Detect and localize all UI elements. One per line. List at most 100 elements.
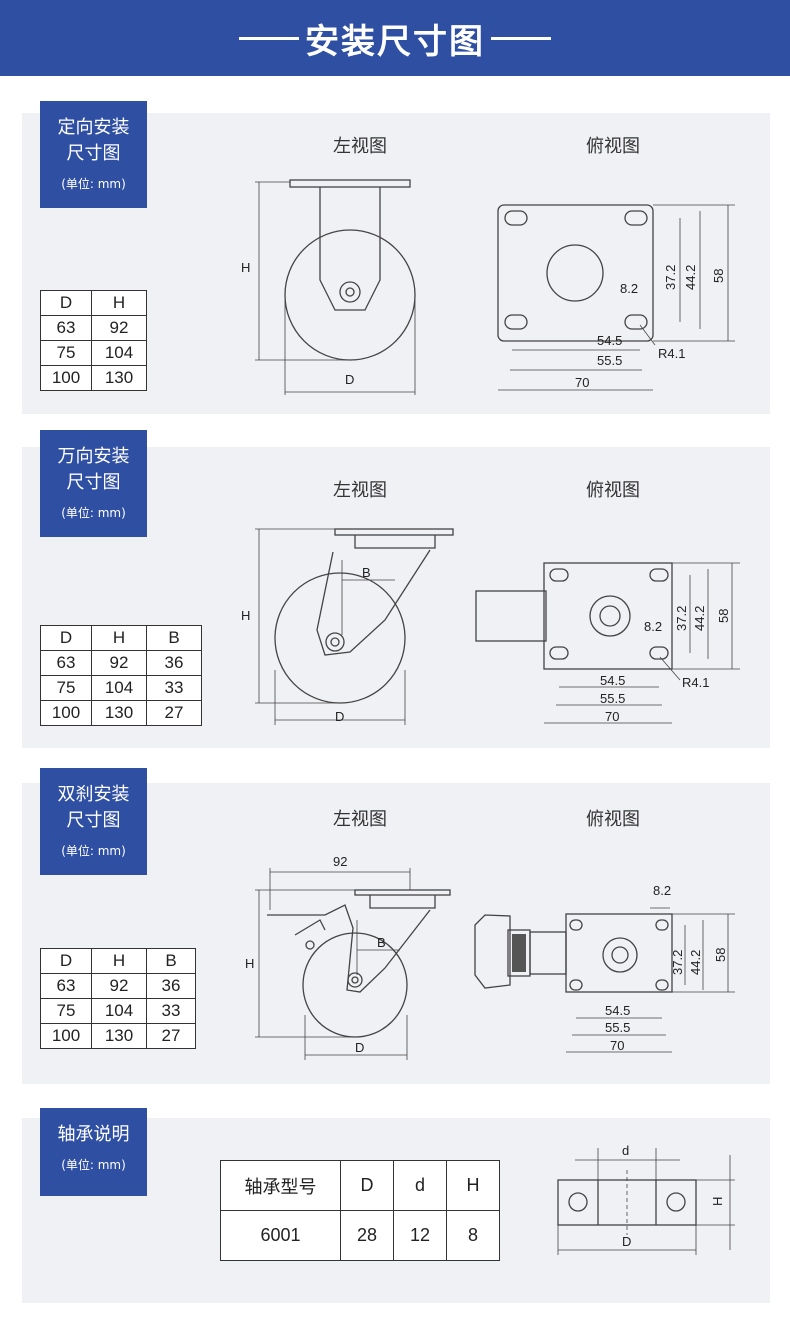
table-cell: 33: [146, 675, 202, 701]
tag-line2: 尺寸图: [66, 472, 121, 493]
table-header: 轴承型号: [220, 1160, 341, 1211]
table-row: 63 92 36: [40, 973, 196, 999]
tag-line2: 尺寸图: [66, 143, 121, 164]
dim-label-b: 55.5: [605, 1020, 630, 1035]
tag-unit: (单位: mm): [61, 1158, 126, 1172]
dim-label-w: 92: [333, 854, 347, 869]
top-view-title: 俯视图: [586, 136, 640, 157]
left-view-title: 左视图: [333, 809, 387, 830]
table-header: B: [146, 625, 202, 651]
dim-label-r: R4.1: [682, 675, 709, 690]
table-cell: 104: [91, 675, 147, 701]
section-brake-tag: 双刹安装 尺寸图 (单位: mm): [40, 768, 147, 875]
dim-label-b: 55.5: [600, 691, 625, 706]
dim-label-c: 70: [610, 1038, 624, 1053]
table-row: 6001 28 12 8: [220, 1210, 500, 1261]
dim-label-h: H: [241, 608, 250, 623]
dim-label-v1: 37.2: [674, 606, 689, 631]
swivel-caster-top-drawing: 54.5 55.5 70 8.2 R4.1 37.2 44.2 58: [475, 562, 740, 724]
table-cell: 130: [91, 1023, 147, 1049]
table-header-row: D H B: [40, 948, 196, 974]
page-header: 安装尺寸图: [0, 0, 790, 76]
table-row: 75 104 33: [40, 998, 196, 1024]
dim-label-d: D: [335, 709, 344, 724]
dim-label-d: D: [355, 1040, 364, 1055]
dim-label-h: H: [710, 1197, 725, 1206]
table-cell: 75: [40, 675, 92, 701]
dim-label-hole: 8.2: [653, 883, 671, 898]
table-row: 75 104 33: [40, 675, 202, 701]
table-cell: 100: [40, 700, 92, 726]
table-header: B: [146, 948, 196, 974]
dim-label-b: B: [377, 935, 386, 950]
dim-label-v3: 58: [716, 609, 731, 623]
dim-label-h: H: [245, 956, 254, 971]
dimension-table: D H B 63 92 36 75 104 33 100 130 27: [40, 625, 202, 726]
dim-label-v3: 58: [711, 269, 726, 283]
table-cell: 104: [91, 340, 147, 366]
tag-unit: (单位: mm): [61, 506, 126, 520]
dim-label-d-small: d: [622, 1143, 629, 1158]
table-cell: 130: [91, 700, 147, 726]
table-cell: 63: [40, 315, 92, 341]
dim-label-c: 70: [575, 375, 589, 390]
table-row: 63 92 36: [40, 650, 202, 676]
tag-unit: (单位: mm): [61, 177, 126, 191]
dimension-table: D H 63 92 75 104 100 130: [40, 290, 147, 391]
table-header: D: [40, 948, 92, 974]
table-row: 100 130 27: [40, 700, 202, 726]
table-cell: 100: [40, 365, 92, 391]
dim-label-hole: 8.2: [620, 281, 638, 296]
table-row: 75 104: [40, 340, 147, 366]
top-view-title: 俯视图: [586, 480, 640, 501]
header-line-right: [491, 36, 551, 40]
table-header: H: [91, 948, 147, 974]
section-bearing-tag: 轴承说明 (单位: mm): [40, 1108, 147, 1196]
dim-label-d: D: [345, 372, 354, 387]
bearing-table: 轴承型号 D d H 6001 28 12 8: [220, 1160, 500, 1261]
table-cell: 27: [146, 700, 202, 726]
top-view-title: 俯视图: [586, 809, 640, 830]
bearing-drawing: d D H: [557, 1143, 735, 1255]
tag-unit: (单位: mm): [61, 844, 126, 858]
table-header: D: [40, 625, 92, 651]
brake-caster-side-drawing: 92 H D B: [245, 854, 451, 1060]
tag-line1: 双刹安装: [57, 784, 130, 805]
dim-label-b: B: [362, 565, 371, 580]
dim-label-c: 70: [605, 709, 619, 724]
tag-line2: 尺寸图: [66, 810, 121, 831]
table-row: 100 130: [40, 365, 147, 391]
left-view-title: 左视图: [333, 136, 387, 157]
table-header-row: 轴承型号 D d H: [220, 1160, 500, 1211]
section-fixed-tag: 定向安装 尺寸图 (单位: mm): [40, 101, 147, 208]
dim-label-b: 55.5: [597, 353, 622, 368]
table-cell: 63: [40, 650, 92, 676]
dim-label-a: 54.5: [597, 333, 622, 348]
header-line-left: [239, 36, 299, 40]
table-header: d: [393, 1160, 447, 1211]
table-cell: 33: [146, 998, 196, 1024]
table-cell: 6001: [220, 1210, 341, 1261]
table-cell: 8: [446, 1210, 500, 1261]
dim-label-v3: 58: [713, 948, 728, 962]
table-header: D: [40, 290, 92, 316]
dim-label-v2: 44.2: [692, 606, 707, 631]
table-cell: 92: [91, 973, 147, 999]
dim-label-v1: 37.2: [670, 950, 685, 975]
section-swivel-tag: 万向安装 尺寸图 (单位: mm): [40, 430, 147, 537]
table-header: H: [91, 625, 147, 651]
table-cell: 130: [91, 365, 147, 391]
table-header-row: D H: [40, 290, 147, 316]
table-cell: 27: [146, 1023, 196, 1049]
fixed-caster-top-drawing: 54.5 55.5 70 8.2 R4.1 37.2 44.2 58: [497, 204, 735, 391]
table-header-row: D H B: [40, 625, 202, 651]
tag-line1: 万向安装: [57, 446, 130, 467]
dim-label-r: R4.1: [658, 346, 685, 361]
table-cell: 100: [40, 1023, 92, 1049]
swivel-caster-side-drawing: H D B: [241, 528, 454, 725]
table-header: H: [446, 1160, 500, 1211]
table-cell: 92: [91, 315, 147, 341]
page-title: 安装尺寸图: [305, 21, 485, 62]
table-cell: 36: [146, 973, 196, 999]
table-cell: 92: [91, 650, 147, 676]
